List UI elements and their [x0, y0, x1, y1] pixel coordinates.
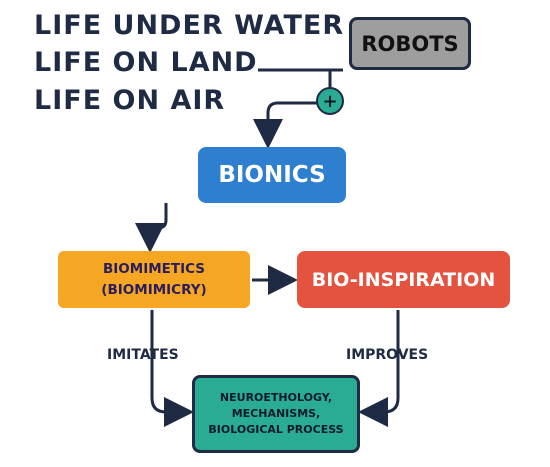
life-item-water: LIFE UNDER WATER [34, 10, 345, 41]
neuro-line-2: MECHANISMS, [231, 407, 321, 421]
bioinspiration-node: BIO-INSPIRATION [297, 251, 510, 308]
plus-to-bionics-arrow [253, 101, 318, 149]
plus-icon: + [316, 87, 344, 115]
robots-node: ROBOTS [349, 17, 471, 70]
neuro-line-3: BIOLOGICAL PROCESS [208, 422, 344, 436]
life-item-air: LIFE ON AIR [34, 85, 226, 116]
life-item-land: LIFE ON LAND [34, 47, 258, 78]
biomimetics-label: BIOMIMETICS [102, 261, 205, 278]
neuroethology-node: NEUROETHOLOGY, MECHANISMS, BIOLOGICAL PR… [192, 375, 360, 453]
neuro-line-1: NEUROETHOLOGY, [219, 391, 333, 405]
imitates-arrow [150, 310, 194, 427]
improves-label: IMPROVES [346, 347, 429, 363]
bionics-to-biomimetics-arrow [135, 203, 168, 253]
improves-arrow [358, 310, 400, 427]
bionics-node: BIONICS [198, 147, 346, 203]
biomimicry-label: (BIOMIMICRY) [101, 281, 207, 298]
imitates-label: IMITATES [107, 347, 179, 363]
biomimetics-node: BIOMIMETICS (BIOMIMICRY) [58, 251, 250, 308]
